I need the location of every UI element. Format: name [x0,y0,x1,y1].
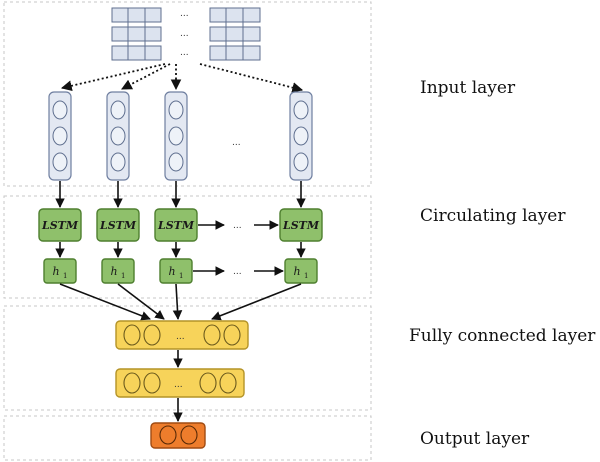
lstm-label-3: LSTM [157,219,195,232]
input-dotted-arrows [60,63,304,93]
svg-text:1: 1 [121,272,125,280]
input-vector-3 [164,91,188,181]
fc-layer-1: ... [115,320,249,350]
svg-text:h: h [110,265,117,278]
hidden-ellipsis: ... [233,267,242,277]
svg-text:h: h [168,265,175,278]
lstm-cell-1: LSTM [38,208,82,242]
fc-layer-2: ... [115,368,245,398]
input-grid-ellipsis-1: ... [180,9,189,19]
input-grid-ellipsis-2: ... [180,29,189,39]
svg-text:h: h [52,265,59,278]
lstm-label-1: LSTM [41,219,79,232]
lstm-cell-3: LSTM [154,208,198,242]
svg-text:...: ... [176,332,185,342]
lstm-cell-n: LSTM [279,208,323,242]
hidden-state-3: h 1 [159,258,193,284]
input-vector-1 [48,91,72,181]
lstm-label-n: LSTM [282,219,320,232]
input-vector-2 [106,91,130,181]
lstm-cell-2: LSTM [96,208,140,242]
input-to-lstm-arrows [55,181,306,208]
hidden-state-n: h 1 [284,258,318,284]
output-node [150,422,206,449]
lstm-to-hidden-arrows [55,242,306,258]
input-matrix-right [209,7,261,61]
svg-text:1: 1 [179,272,183,280]
hidden-to-fc-arrows [59,283,302,321]
input-vector-n [289,91,313,181]
hidden-state-2: h 1 [101,258,135,284]
svg-text:1: 1 [63,272,67,280]
hidden-state-1: h 1 [43,258,77,284]
lstm-label-2: LSTM [99,219,137,232]
label-circulating-layer: Circulating layer [420,206,566,226]
svg-text:h: h [293,265,300,278]
input-matrix-left [111,7,162,61]
label-input-layer: Input layer [420,78,516,98]
input-grid-ellipsis-3: ... [180,48,189,58]
lstm-ellipsis: ... [233,221,242,231]
svg-text:...: ... [174,380,183,390]
label-output-layer: Output layer [420,429,530,449]
label-fully-connected-layer: Fully connected layer [409,326,596,346]
input-vector-ellipsis: ... [232,138,241,148]
svg-text:1: 1 [304,272,308,280]
